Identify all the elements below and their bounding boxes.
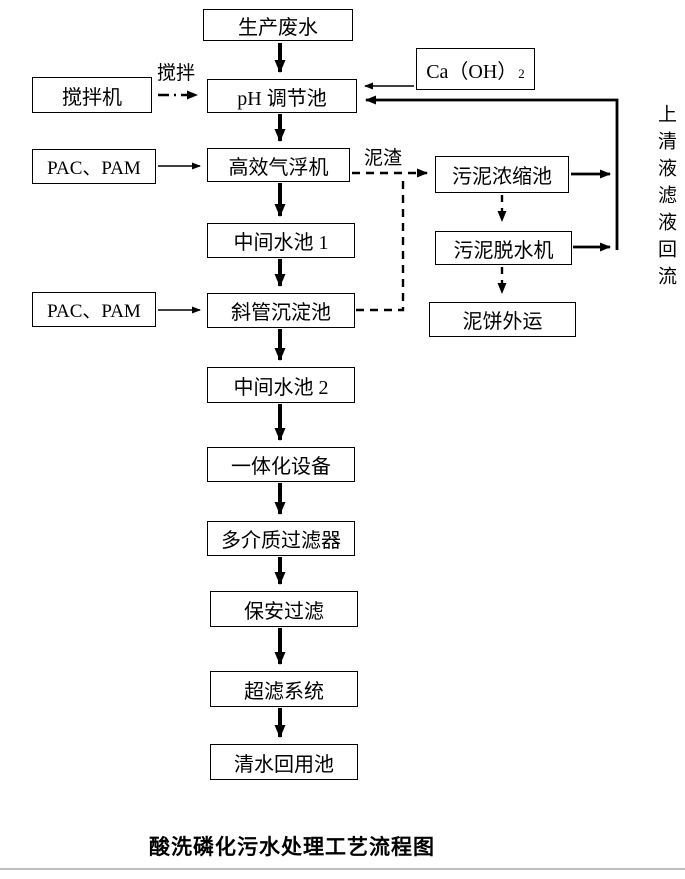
node-mixer: 搅拌机 <box>32 77 152 113</box>
node-clean-water-reuse-tank: 清水回用池 <box>210 744 358 780</box>
node-label: 中间水池 1 <box>233 232 329 254</box>
node-ultrafiltration-system: 超滤系统 <box>210 671 358 707</box>
node-production-wastewater: 生产废水 <box>203 9 353 41</box>
edge-label-stirring: 搅拌 <box>157 63 196 84</box>
subscript: 2 <box>518 66 525 81</box>
node-mud-cake-out: 泥饼外运 <box>429 302 576 337</box>
node-label: 保安过滤 <box>244 600 324 623</box>
node-label: Ca（OH） <box>426 60 518 83</box>
node-label: 生产废水 <box>238 16 318 39</box>
node-label: pH 调节池 <box>237 87 327 110</box>
node-sludge-thickener: 污泥浓缩池 <box>435 156 569 193</box>
node-label: 污泥浓缩池 <box>452 166 552 188</box>
node-intermediate-tank-2: 中间水池 2 <box>207 367 355 403</box>
edge-label-sludge-residue: 泥渣 <box>364 148 403 169</box>
diagram-caption: 酸洗磷化污水处理工艺流程图 <box>149 835 435 859</box>
node-label: 超滤系统 <box>244 680 324 703</box>
node-calcium-hydroxide: Ca（OH）2 <box>416 48 535 90</box>
dashed-settler-to-sludge-line <box>356 175 405 312</box>
node-multimedia-filter: 多介质过滤器 <box>207 521 355 556</box>
page-divider-line <box>0 868 685 870</box>
node-label: 斜管沉淀池 <box>231 302 331 324</box>
node-label: PAC、PAM <box>47 158 141 179</box>
node-inclined-tube-settler: 斜管沉淀池 <box>207 293 355 328</box>
node-intermediate-tank-1: 中间水池 1 <box>207 223 355 258</box>
node-label: 高效气浮机 <box>228 156 329 179</box>
node-daf-machine: 高效气浮机 <box>207 148 350 182</box>
node-label: 一体化设备 <box>231 456 331 478</box>
node-integrated-equipment: 一体化设备 <box>207 447 355 482</box>
node-ph-adjustment-tank: pH 调节池 <box>207 79 357 113</box>
node-label: 泥饼外运 <box>462 311 543 333</box>
node-pac-pam-1: PAC、PAM <box>32 149 156 184</box>
node-pac-pam-2: PAC、PAM <box>32 292 156 327</box>
node-label: PAC、PAM <box>47 301 141 322</box>
node-label: 中间水池 2 <box>233 376 329 399</box>
node-label: 清水回用池 <box>234 753 334 776</box>
node-label: 多介质过滤器 <box>221 530 341 552</box>
node-label: 污泥脱水机 <box>453 239 554 262</box>
node-sludge-dewaterer: 污泥脱水机 <box>435 231 572 265</box>
node-label: 搅拌机 <box>62 86 122 109</box>
node-security-filter: 保安过滤 <box>210 591 358 627</box>
edge-label-supernatant-return: 上清液滤液回流 <box>655 104 676 293</box>
